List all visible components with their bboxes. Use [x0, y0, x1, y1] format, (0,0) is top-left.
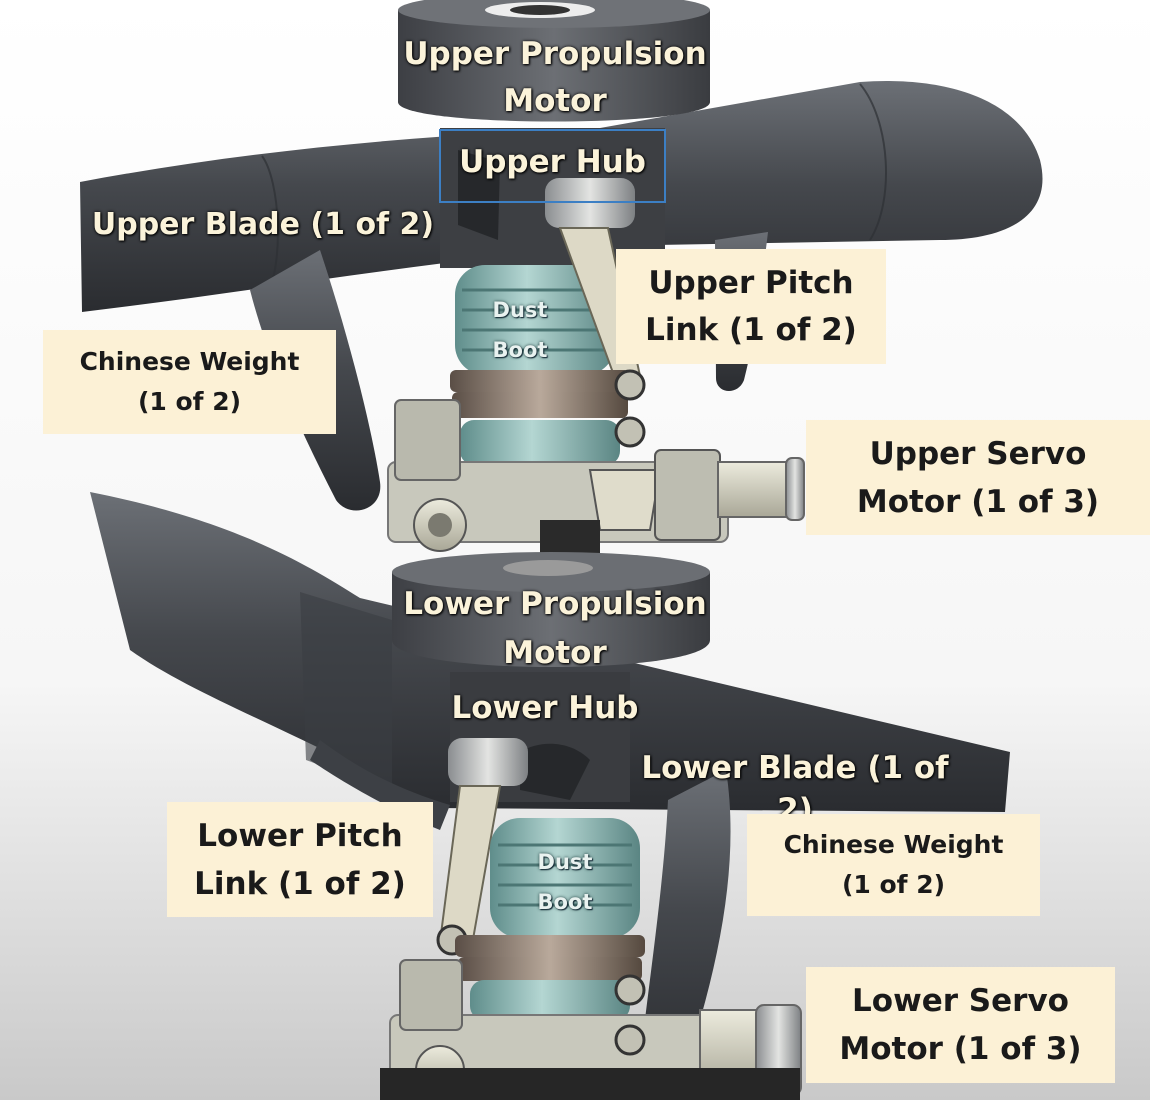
- upper-pitch-link-line-2: Link (1 of 2): [645, 311, 857, 348]
- upper-chinese-weight-label: Chinese Weight (1 of 2): [43, 330, 336, 434]
- upper-chinese-weight-line-2: (1 of 2): [137, 387, 242, 416]
- lower-chinese-weight-shape: [640, 770, 731, 1080]
- upper-dust-boot-label: Dust Boot: [470, 290, 570, 370]
- upper-propulsion-motor-label: Upper Propulsion Motor: [395, 31, 715, 125]
- lower-propulsion-motor-line-2: Motor: [503, 635, 607, 671]
- lower-stack: [380, 552, 802, 1100]
- upper-stack: [387, 0, 805, 560]
- lower-servo-motor-line-1: Lower Servo: [852, 983, 1069, 1019]
- lower-pitch-link-label: Lower Pitch Link (1 of 2): [167, 802, 433, 917]
- upper-servo-motor-line-1: Upper Servo: [869, 435, 1087, 472]
- upper-pitch-link-line-1: Upper Pitch: [648, 264, 854, 301]
- lower-dust-boot-line-1: Dust: [537, 850, 593, 874]
- lower-propulsion-motor-label: Lower Propulsion Motor: [395, 580, 715, 678]
- upper-dust-boot-line-2: Boot: [492, 338, 548, 362]
- lower-pitch-link-line-2: Link (1 of 2): [194, 865, 406, 902]
- lower-hub-label: Lower Hub: [451, 690, 639, 726]
- upper-propulsion-motor-line-2: Motor: [503, 83, 607, 119]
- lower-blade-label: Lower Blade (1 of 2): [641, 750, 949, 828]
- upper-servo-motor-label: Upper Servo Motor (1 of 3): [806, 420, 1150, 535]
- lower-servo-motor-label: Lower Servo Motor (1 of 3): [806, 967, 1115, 1083]
- upper-dust-boot-line-1: Dust: [492, 298, 548, 322]
- lower-dust-boot-line-2: Boot: [537, 890, 593, 914]
- upper-pitch-link-label: Upper Pitch Link (1 of 2): [616, 249, 886, 364]
- lower-propulsion-motor-line-1: Lower Propulsion: [403, 586, 707, 622]
- upper-chinese-weight-line-1: Chinese Weight: [79, 347, 300, 376]
- lower-dust-boot-label: Dust Boot: [515, 842, 615, 922]
- lower-chinese-weight-line-1: Chinese Weight: [783, 830, 1004, 859]
- upper-propulsion-motor-line-1: Upper Propulsion: [403, 36, 707, 72]
- lower-chinese-weight-line-2: (1 of 2): [841, 870, 946, 899]
- upper-servo-motor-line-2: Motor (1 of 3): [856, 483, 1100, 520]
- lower-servo-motor-line-2: Motor (1 of 3): [839, 1031, 1082, 1067]
- upper-blade-label: Upper Blade (1 of 2): [91, 207, 435, 242]
- lower-pitch-link-line-1: Lower Pitch: [197, 817, 403, 854]
- upper-hub-label: Upper Hub: [459, 144, 646, 180]
- upper-hub-highlight: [439, 129, 666, 203]
- lower-chinese-weight-label: Chinese Weight (1 of 2): [747, 814, 1040, 916]
